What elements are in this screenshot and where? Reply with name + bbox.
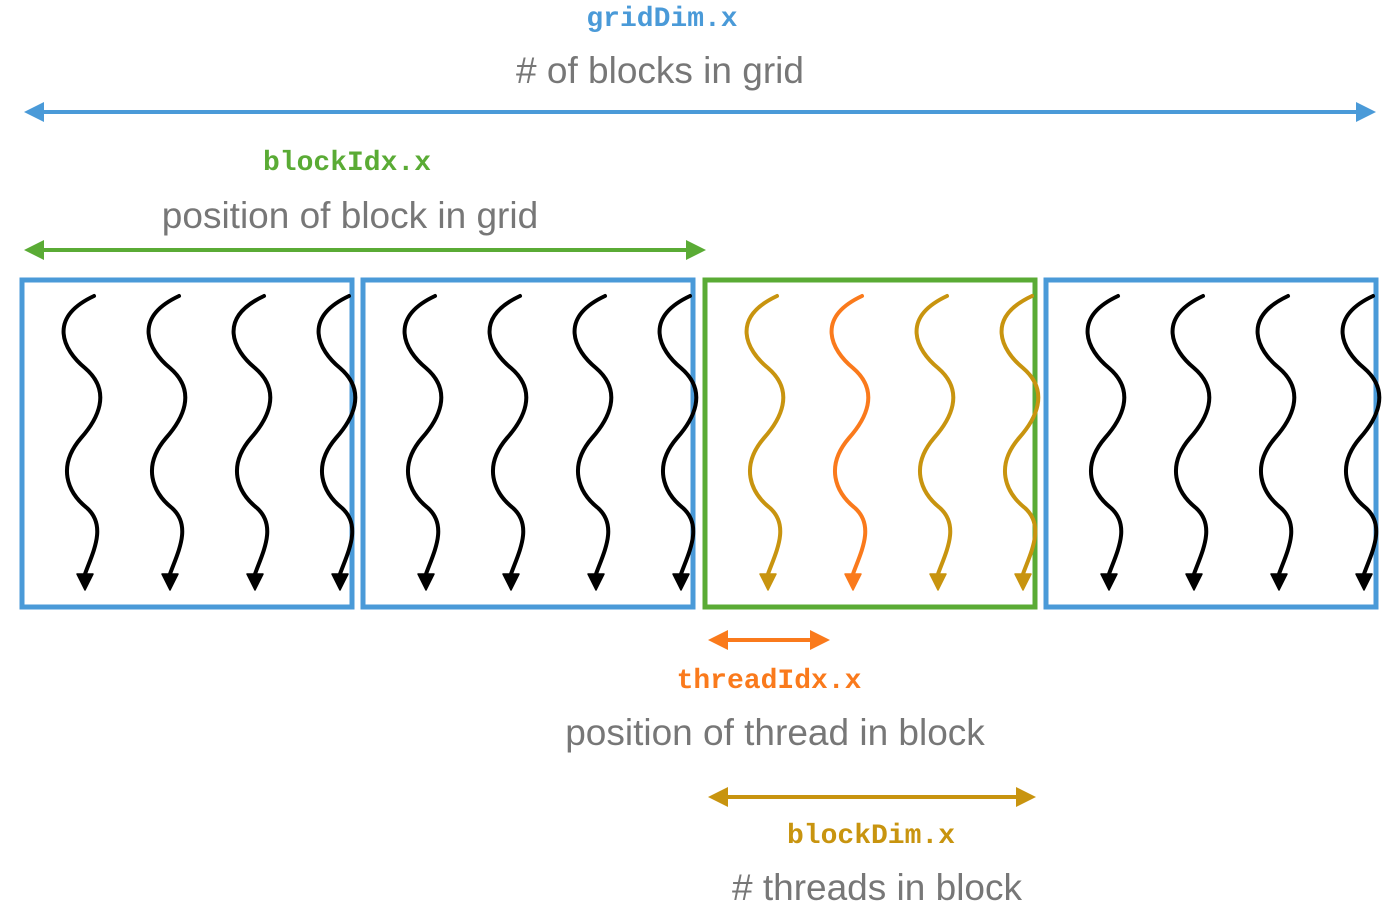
highlighted-thread-arrow <box>829 294 871 591</box>
thread-block <box>1043 277 1382 610</box>
thread-arrow <box>657 294 699 591</box>
thread-arrow <box>61 294 103 591</box>
block-border <box>19 277 355 610</box>
thread-arrow <box>914 294 956 591</box>
blocks-row <box>19 277 1382 610</box>
thread-arrow <box>231 294 273 591</box>
block-border <box>702 277 1038 610</box>
thread-arrow <box>1085 294 1127 591</box>
block-dim-code-label: blockDim.x <box>787 821 955 852</box>
block-idx-code-label: blockIdx.x <box>263 148 431 179</box>
grid-dim-code-label: gridDim.x <box>586 4 737 35</box>
block-border <box>360 277 696 610</box>
thread-idx-description: position of thread in block <box>565 712 985 753</box>
thread-block <box>19 277 358 610</box>
thread-arrow <box>487 294 529 591</box>
block-dim-description: # threads in block <box>732 867 1023 906</box>
thread-arrow <box>1170 294 1212 591</box>
thread-block <box>360 277 699 610</box>
thread-arrow <box>572 294 614 591</box>
thread-idx-code-label: threadIdx.x <box>677 666 862 697</box>
block-border <box>1043 277 1379 610</box>
thread-arrow <box>402 294 444 591</box>
thread-arrow <box>316 294 358 591</box>
thread-arrow <box>999 294 1041 591</box>
grid-dim-description: # of blocks in grid <box>516 50 804 91</box>
thread-arrow <box>744 294 786 591</box>
thread-arrow <box>1255 294 1297 591</box>
thread-arrow <box>1340 294 1382 591</box>
thread-block <box>702 277 1041 610</box>
block-idx-description: position of block in grid <box>162 195 538 236</box>
thread-arrow <box>146 294 188 591</box>
